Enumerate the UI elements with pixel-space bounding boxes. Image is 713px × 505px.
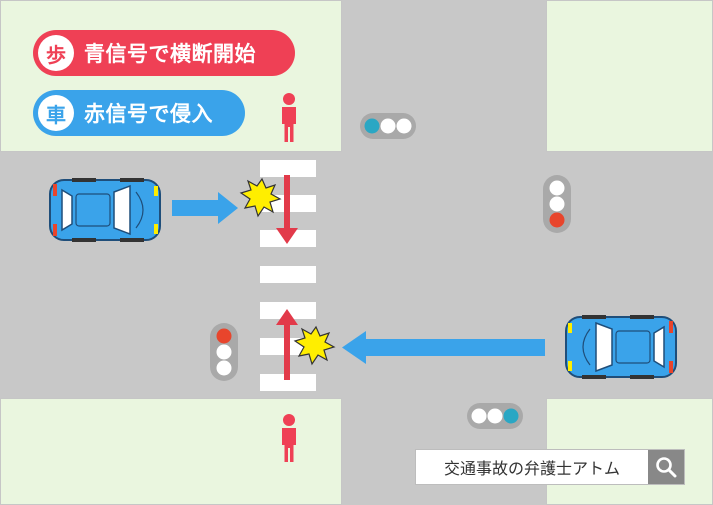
light-red-on [549,212,565,228]
car-path-arrow-left [342,331,545,364]
crosswalk-stripe [260,160,316,177]
search-label: 交通事故の弁護士アトム [443,459,620,478]
traffic-light-west [210,323,238,381]
light-off [471,408,487,424]
traffic-light-north [360,113,416,139]
pedestrian-path-arrow-down [276,175,298,244]
pedestrian-icon-north [282,93,296,142]
grass-corner-top-right [545,0,713,153]
legend-car-badge: 車 [38,95,74,131]
pedestrian-icon-south [282,414,296,462]
traffic-light-south [467,403,523,429]
light-off [216,360,232,376]
car-icon-west [49,178,161,242]
legend-pedestrian: 歩 青信号で横断開始 [33,30,295,76]
collision-burst-icon [239,177,282,218]
search-button[interactable] [648,450,684,484]
car-icon-east [565,315,677,379]
traffic-light-east [543,175,571,233]
light-off [549,180,565,196]
light-blue-on [364,118,380,134]
pedestrian-path-arrow-up [276,309,298,380]
light-blue-on [503,408,519,424]
legend-pedestrian-text: 青信号で横断開始 [84,42,256,66]
legend-car-text: 赤信号で侵入 [84,102,213,126]
light-off [487,408,503,424]
search-icon [656,457,677,478]
search-box[interactable]: 交通事故の弁護士アトム [415,449,685,485]
light-off [380,118,396,134]
car-path-arrow-right [172,192,238,224]
legend-pedestrian-badge: 歩 [38,35,74,71]
collision-burst-icon [293,325,336,366]
light-off [549,196,565,212]
legend-car: 車 赤信号で侵入 [33,90,245,136]
light-off [396,118,412,134]
crosswalk-stripe [260,266,316,283]
light-red-on [216,328,232,344]
light-off [216,344,232,360]
crosswalk-stripe [260,374,316,391]
